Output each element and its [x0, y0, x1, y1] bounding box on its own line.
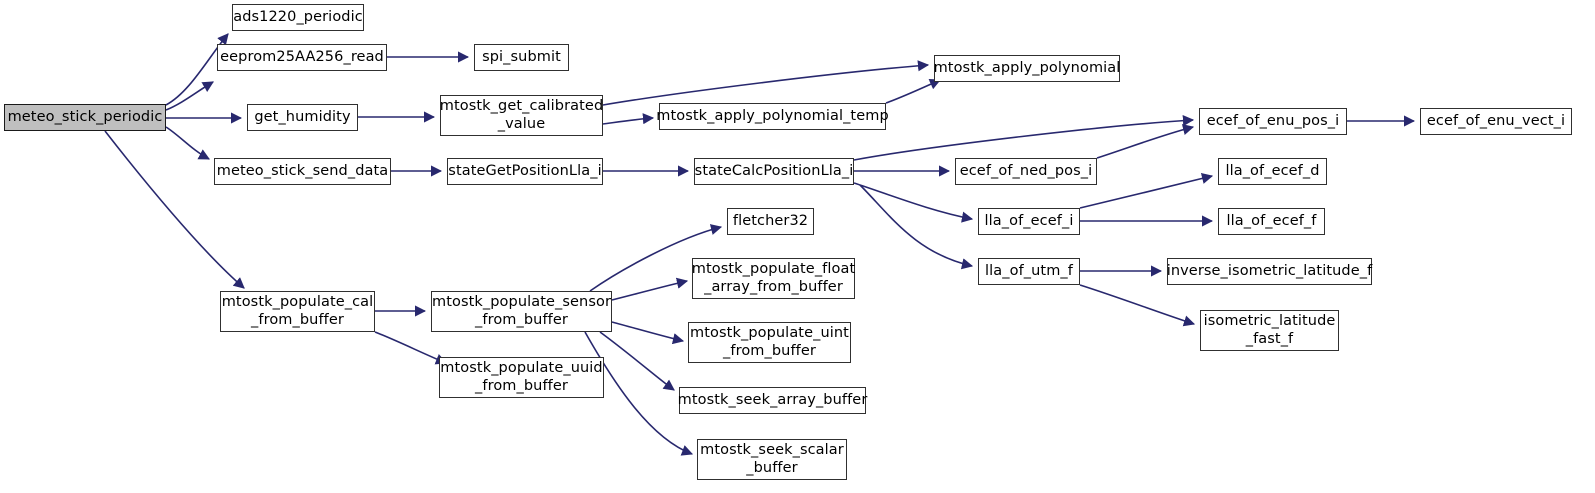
edge-mtostk_get_calibrated_value-to-mtostk_apply_polynomial	[602, 60, 930, 106]
graph-node-ads1220_periodic[interactable]: ads1220_periodic	[232, 4, 364, 31]
graph-node-ecef_of_ned_pos_i[interactable]: ecef_of_ned_pos_i	[955, 158, 1097, 185]
graph-node-mtostk_apply_polynomial[interactable]: mtostk_apply_polynomial	[934, 55, 1120, 82]
graph-node-eeprom25AA256_read[interactable]: eeprom25AA256_read	[217, 44, 387, 71]
graph-node-lla_of_ecef_d[interactable]: lla_of_ecef_d	[1218, 158, 1327, 185]
graph-node-stateCalcPositionLla_i[interactable]: stateCalcPositionLla_i	[694, 158, 854, 185]
graph-node-fletcher32[interactable]: fletcher32	[727, 208, 814, 235]
edge-meteo_stick_periodic-to-meteo_stick_send_data	[165, 126, 210, 160]
graph-node-mtostk_get_calibrated_value[interactable]: mtostk_get_calibrated _value	[440, 95, 603, 136]
edge-stateCalcPositionLla_i-to-lla_of_utm_f	[859, 184, 974, 270]
edge-mtostk_populate_sensor_from_buffer-to-mtostk_populate_float_array_from_buffer	[611, 277, 689, 301]
graph-node-mtostk_populate_uint_from_buffer[interactable]: mtostk_populate_uint _from_buffer	[688, 322, 851, 363]
graph-node-lla_of_ecef_f[interactable]: lla_of_ecef_f	[1218, 208, 1325, 235]
graph-node-lla_of_utm_f[interactable]: lla_of_utm_f	[978, 258, 1080, 285]
graph-node-meteo_stick_periodic[interactable]: meteo_stick_periodic	[4, 104, 166, 131]
edge-mtostk_populate_sensor_from_buffer-to-fletcher32	[589, 224, 723, 292]
edge-meteo_stick_periodic-to-eeprom25AA256_read	[165, 81, 214, 111]
graph-node-isometric_latitude_fast_f[interactable]: isometric_latitude _fast_f	[1200, 310, 1339, 351]
edge-meteo_stick_periodic-to-ads1220_periodic	[165, 33, 229, 106]
graph-node-mtostk_seek_scalar_buffer[interactable]: mtostk_seek_scalar _buffer	[697, 439, 847, 480]
edge-mtostk_get_calibrated_value-to-mtostk_apply_polynomial_temp	[602, 113, 655, 125]
graph-node-get_humidity[interactable]: get_humidity	[247, 104, 358, 131]
edge-ecef_of_ned_pos_i-to-ecef_of_enu_pos_i	[1096, 124, 1195, 159]
edge-lla_of_utm_f-to-isometric_latitude_fast_f	[1079, 284, 1196, 327]
edge-lla_of_ecef_i-to-lla_of_ecef_d	[1079, 172, 1214, 209]
graph-node-mtostk_populate_uuid_from_buffer[interactable]: mtostk_populate_uuid _from_buffer	[439, 357, 604, 398]
graph-node-stateGetPositionLla_i[interactable]: stateGetPositionLla_i	[447, 158, 603, 185]
edge-mtostk_populate_sensor_from_buffer-to-mtostk_seek_scalar_buffer	[584, 331, 694, 456]
graph-node-mtostk_populate_cal_from_buffer[interactable]: mtostk_populate_cal _from_buffer	[220, 291, 375, 332]
graph-node-ecef_of_enu_vect_i[interactable]: ecef_of_enu_vect_i	[1420, 108, 1572, 135]
edge-paths	[104, 33, 1416, 456]
graph-node-spi_submit[interactable]: spi_submit	[474, 44, 569, 71]
edge-mtostk_apply_polynomial_temp-to-mtostk_apply_polynomial	[885, 78, 942, 104]
graph-node-meteo_stick_send_data[interactable]: meteo_stick_send_data	[214, 158, 391, 185]
graph-node-mtostk_populate_sensor_from_buffer[interactable]: mtostk_populate_sensor _from_buffer	[431, 291, 612, 332]
edge-mtostk_populate_sensor_from_buffer-to-mtostk_populate_uint_from_buffer	[611, 321, 685, 345]
graph-node-ecef_of_enu_pos_i[interactable]: ecef_of_enu_pos_i	[1199, 108, 1347, 135]
edge-mtostk_populate_cal_from_buffer-to-mtostk_populate_uuid_from_buffer	[374, 331, 448, 365]
graph-node-lla_of_ecef_i[interactable]: lla_of_ecef_i	[978, 208, 1080, 235]
graph-node-mtostk_populate_float_array_from_buffer[interactable]: mtostk_populate_float _array_from_buffer	[692, 258, 855, 299]
graph-node-mtostk_seek_array_buffer[interactable]: mtostk_seek_array_buffer	[678, 387, 867, 414]
graph-node-mtostk_apply_polynomial_temp[interactable]: mtostk_apply_polynomial_temp	[656, 103, 889, 130]
graph-node-inverse_isometric_latitude_f[interactable]: inverse_isometric_latitude_f	[1167, 258, 1372, 285]
edge-stateCalcPositionLla_i-to-ecef_of_enu_pos_i	[853, 115, 1195, 161]
edge-mtostk_populate_sensor_from_buffer-to-mtostk_seek_array_buffer	[599, 331, 675, 391]
edge-stateCalcPositionLla_i-to-lla_of_ecef_i	[853, 182, 974, 223]
edge-meteo_stick_periodic-to-mtostk_populate_cal_from_buffer	[104, 130, 245, 289]
